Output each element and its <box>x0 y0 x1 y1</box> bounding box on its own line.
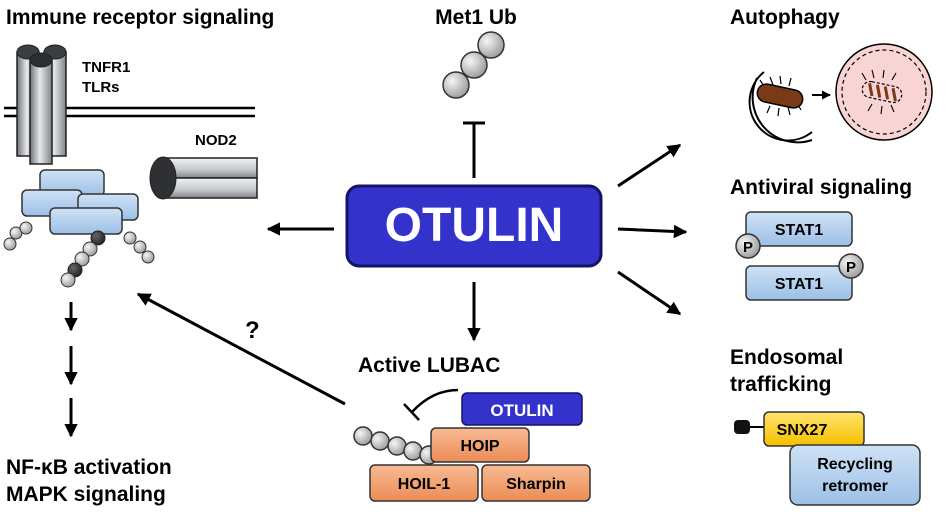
retromer-label-line2: retromer <box>822 478 888 495</box>
sharpin-label: Sharpin <box>506 476 566 493</box>
otulin-central-box <box>345 184 603 268</box>
nod2-label: NOD2 <box>195 132 237 149</box>
lubac-otulin-label: OTULIN <box>490 401 553 420</box>
sharpin-box <box>481 464 591 502</box>
hoil1-box <box>369 464 479 502</box>
lubac-ub-chain-icon <box>353 426 439 465</box>
hoil1-label: HOIL-1 <box>398 476 451 493</box>
nfkb-output-label: NF-κB activation <box>6 456 172 479</box>
retromer-label-line1: Recycling <box>817 456 893 473</box>
stat1-box-bottom <box>745 265 853 301</box>
nod2-icon <box>149 156 258 200</box>
tnfr1-label: TNFR1 <box>82 59 130 76</box>
stat1-label-top: STAT1 <box>775 222 823 239</box>
phospho-label-bottom: P <box>846 259 856 276</box>
phospho-icon-bottom <box>838 253 864 279</box>
arrow-to-antiviral <box>617 224 688 239</box>
met1-ub-chain-icon <box>442 31 505 99</box>
lubac-otulin-box <box>461 392 583 426</box>
autophagosome-icon <box>835 43 933 141</box>
autophagy-title: Autophagy <box>730 6 840 29</box>
stat1-box-top <box>745 211 853 247</box>
bacterium-icon <box>756 75 804 117</box>
arrow-to-autophagy <box>617 143 682 188</box>
endosomal-title-line1: Endosomal <box>730 346 843 369</box>
phospho-icon-top <box>735 233 761 259</box>
lubac-inhibition-curve <box>411 388 459 413</box>
antiviral-title: Antiviral signaling <box>730 176 912 199</box>
met1-ub-title: Met1 Ub <box>435 6 517 29</box>
question-mark: ? <box>245 317 260 344</box>
arrow-lubac-to-immune <box>136 292 346 406</box>
mapk-output-label: MAPK signaling <box>6 483 166 506</box>
lubac-inhibition-bar <box>403 403 420 421</box>
snx27-label: SNX27 <box>777 422 828 439</box>
endosomal-title-line2: trafficking <box>730 373 832 396</box>
otulin-central-label: OTULIN <box>385 199 564 252</box>
phospho-label-top: P <box>743 239 753 256</box>
stat1-label-bottom: STAT1 <box>775 276 823 293</box>
tlrs-label: TLRs <box>82 79 120 96</box>
cargo-icon <box>734 420 750 434</box>
tnfr1-receptor-icon <box>16 44 67 165</box>
hoip-label: HOIP <box>460 438 499 455</box>
arrow-to-endosomal <box>617 270 682 316</box>
retromer-box <box>789 444 921 506</box>
immune-signaling-title: Immune receptor signaling <box>6 6 274 29</box>
ubiquitin-chains-icon <box>3 221 155 288</box>
active-lubac-title: Active LUBAC <box>358 354 500 377</box>
hoip-box <box>430 427 530 463</box>
phagophore-icon <box>748 71 813 144</box>
signaling-complex-icon <box>21 169 139 235</box>
